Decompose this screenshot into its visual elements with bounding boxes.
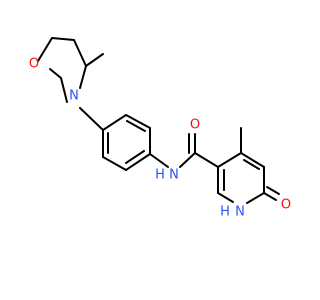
bond bbox=[246, 192, 265, 204]
bond bbox=[85, 53, 104, 67]
bond bbox=[37, 37, 53, 62]
bond bbox=[49, 68, 62, 79]
morpholine-oxygen-label: O bbox=[29, 57, 39, 72]
pyridone-hydrogen-label: H bbox=[220, 205, 230, 220]
phenyl-ring bbox=[102, 114, 151, 171]
bond bbox=[125, 114, 151, 129]
bond bbox=[79, 107, 104, 131]
bond bbox=[266, 186, 280, 195]
morpholine-ring bbox=[37, 37, 104, 103]
bond bbox=[243, 159, 260, 170]
amide-nitrogen-label: N bbox=[169, 168, 179, 183]
bond bbox=[125, 153, 151, 171]
atom-labels: O N N H O O H N bbox=[29, 57, 291, 220]
bond bbox=[60, 77, 68, 103]
molecule-structure: O N N H O O H N bbox=[29, 37, 291, 220]
bond bbox=[73, 39, 87, 67]
pyridone-oxygen-label: O bbox=[281, 198, 291, 213]
morpholine-nitrogen-label: N bbox=[69, 89, 79, 104]
bond bbox=[263, 192, 277, 201]
bond bbox=[149, 153, 169, 168]
bond bbox=[102, 114, 127, 131]
bond bbox=[125, 150, 145, 164]
bond bbox=[179, 152, 196, 168]
bond bbox=[240, 152, 265, 168]
amide-hydrogen-label: H bbox=[155, 168, 165, 183]
carbonyl-oxygen-label: O bbox=[190, 118, 200, 133]
bond bbox=[51, 37, 75, 41]
bond bbox=[126, 120, 146, 132]
bond bbox=[217, 152, 242, 168]
pyridone-ring bbox=[217, 127, 280, 204]
pyridone-nitrogen-label: N bbox=[235, 205, 245, 220]
bond bbox=[194, 152, 219, 168]
bond bbox=[79, 65, 87, 89]
bond bbox=[102, 156, 127, 171]
bond bbox=[217, 192, 234, 203]
